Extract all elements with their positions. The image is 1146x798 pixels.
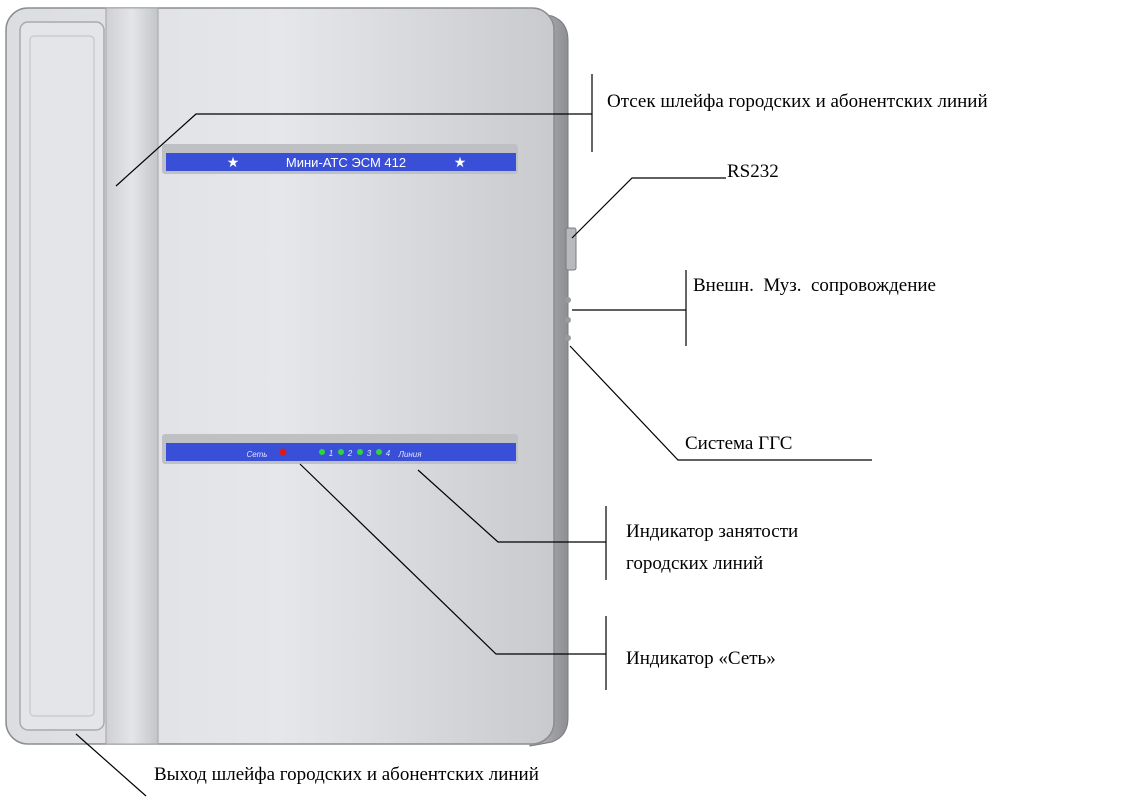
lines-label: Линия	[397, 450, 422, 459]
power-led	[279, 448, 287, 456]
callout-lines	[75, 74, 872, 797]
line-led	[357, 449, 363, 455]
callout-line-busy-1: Индикатор занятости	[626, 521, 799, 542]
callout-line-ggs	[569, 345, 872, 461]
callout-line-rs232	[571, 177, 726, 239]
ggs-jack	[565, 335, 571, 341]
callout-line-busy-2: городских линий	[626, 553, 764, 574]
line-led	[319, 449, 325, 455]
name-plate-star-right: ★	[454, 154, 467, 170]
callout-loop-compartment: Отсек шлейфа городских и абонентских лин…	[607, 91, 988, 112]
vertical-strip	[105, 7, 159, 745]
callout-line-loop-compartment	[115, 113, 592, 187]
line-led	[376, 449, 382, 455]
name-plate	[166, 153, 516, 171]
callout-line-line-busy	[417, 469, 606, 543]
callout-rs232: RS232	[727, 161, 779, 182]
line-led	[338, 449, 344, 455]
line-number: 1	[329, 449, 333, 458]
callout-music: Внешн. Муз. сопровождение	[693, 275, 936, 296]
music-jack	[565, 297, 571, 303]
music-jack-2	[565, 317, 571, 323]
power-label: Сеть	[246, 450, 267, 459]
name-plate-star-left: ★	[227, 154, 240, 170]
callout-ggs: Система ГГС	[685, 433, 793, 454]
callout-loop-exit: Выход шлейфа городских и абонентских лин…	[154, 764, 539, 785]
loop-compartment-cover	[19, 21, 105, 731]
rs232-connector	[565, 227, 577, 271]
line-number: 4	[386, 449, 391, 458]
callout-line-power	[299, 463, 606, 655]
line-number: 3	[367, 449, 372, 458]
callout-power-indicator: Индикатор «Сеть»	[626, 648, 776, 669]
name-plate-title: Мини-АТС ЭСМ 412	[286, 155, 406, 170]
line-number: 2	[347, 449, 353, 458]
callout-line-loop-exit	[75, 733, 147, 797]
